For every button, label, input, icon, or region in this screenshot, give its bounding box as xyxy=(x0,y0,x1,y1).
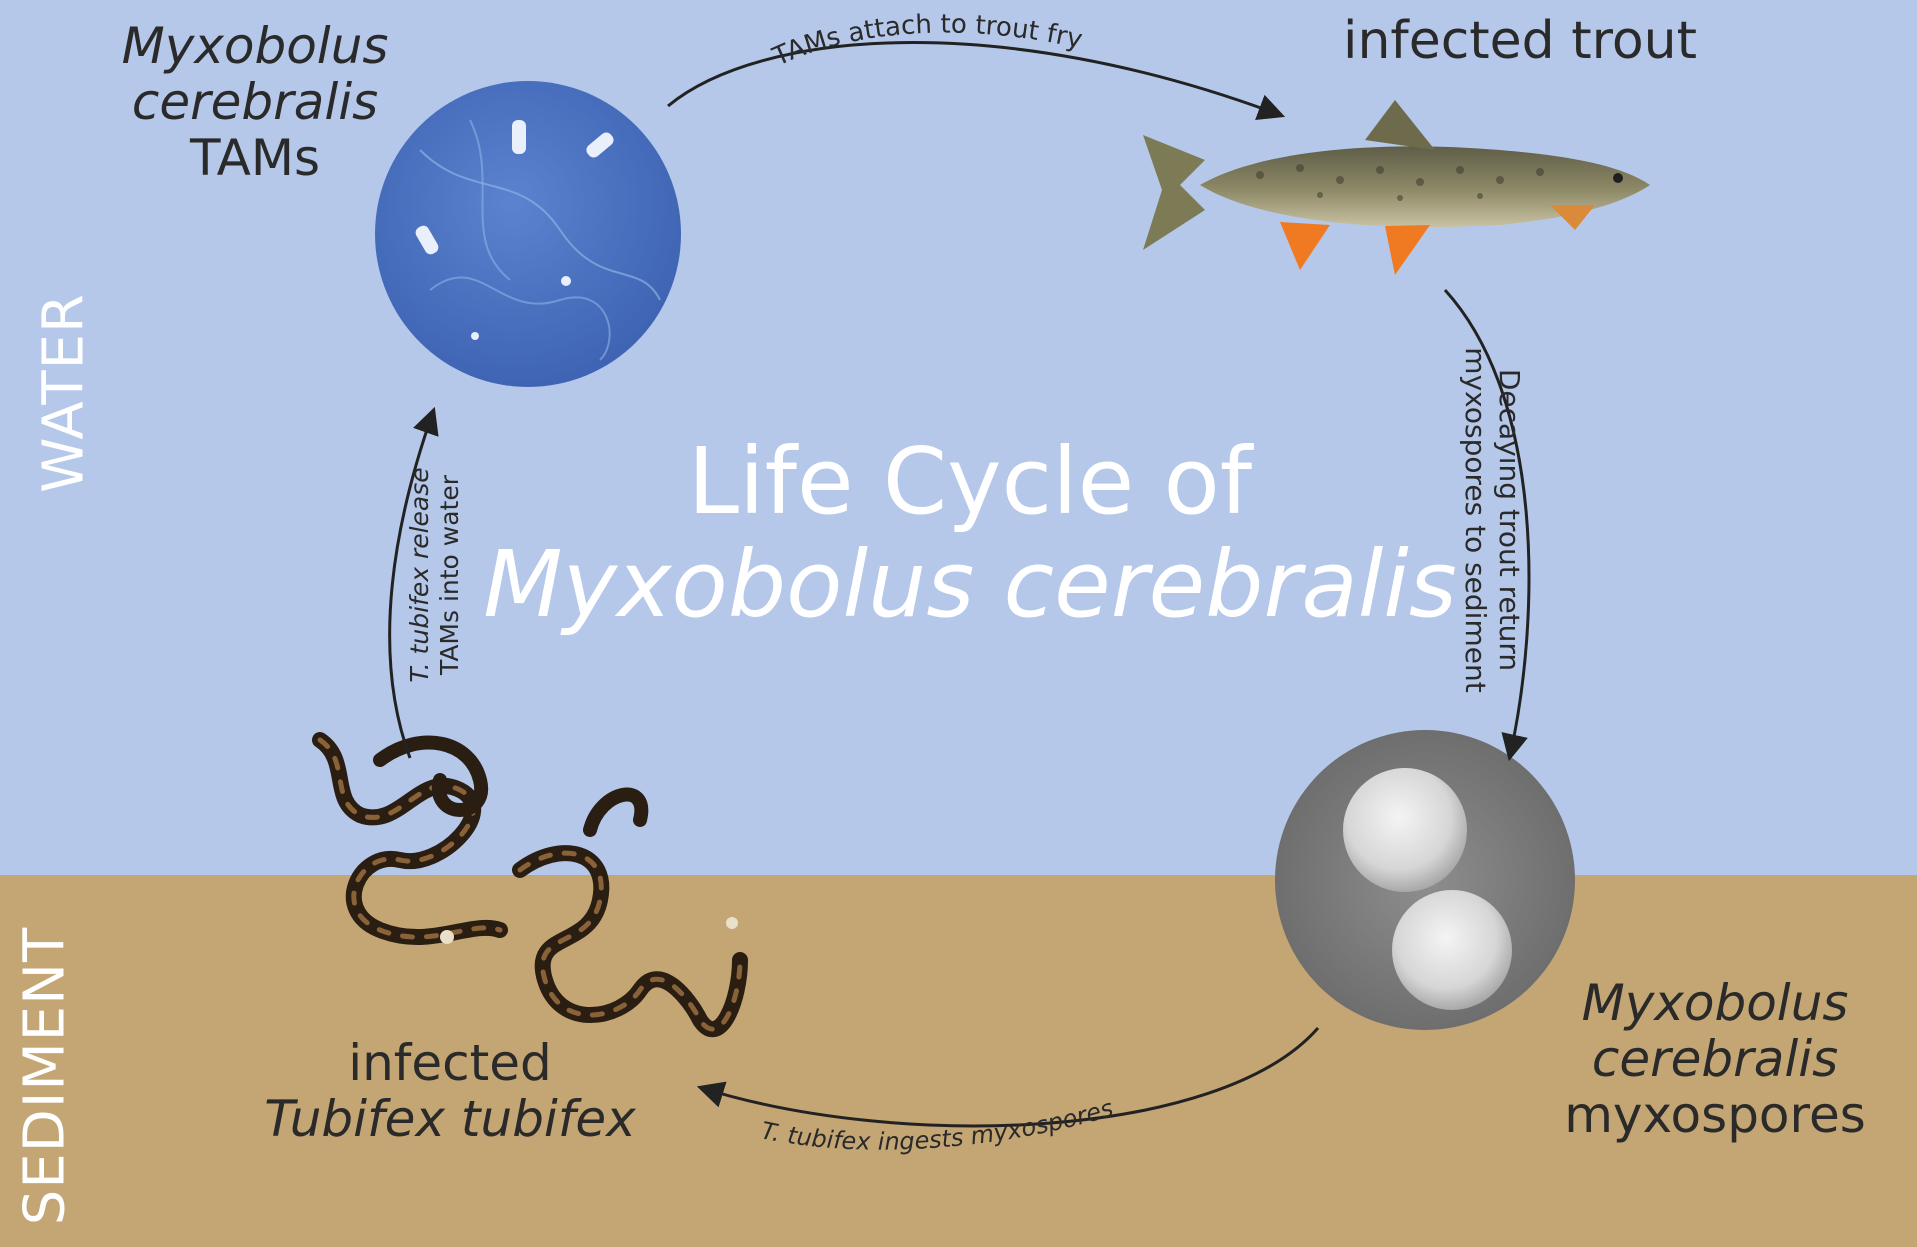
label-tubifex: infected Tubifex tubifex xyxy=(240,1035,660,1147)
title-line-2: Myxobolus cerebralis xyxy=(470,533,1470,636)
label-infected-trout: infected trout xyxy=(1310,12,1730,70)
arrow-label-tubifex-to-tams: T. tubifex release TAMs into water xyxy=(405,467,464,682)
myxospore-micrograph xyxy=(1275,730,1575,1030)
tam-micrograph xyxy=(375,81,681,387)
svg-text:T. tubifex release: T. tubifex release xyxy=(405,467,434,682)
zone-label-water: WATER xyxy=(32,293,97,493)
title-line-1: Life Cycle of xyxy=(470,430,1470,533)
zone-label-sediment-box: SEDIMENT xyxy=(0,905,90,1247)
diagram-title: Life Cycle of Myxobolus cerebralis xyxy=(470,430,1470,636)
zone-label-sediment: SEDIMENT xyxy=(13,927,78,1225)
label-myxospores: Myxobolus cerebralis myxospores xyxy=(1545,975,1885,1143)
svg-text:Decaying trout return: Decaying trout return xyxy=(1493,369,1526,671)
label-tams: Myxobolus cerebralis TAMs xyxy=(95,18,415,186)
zone-label-water-box: WATER xyxy=(22,268,106,518)
svg-text:TAMs into water: TAMs into water xyxy=(435,474,464,676)
